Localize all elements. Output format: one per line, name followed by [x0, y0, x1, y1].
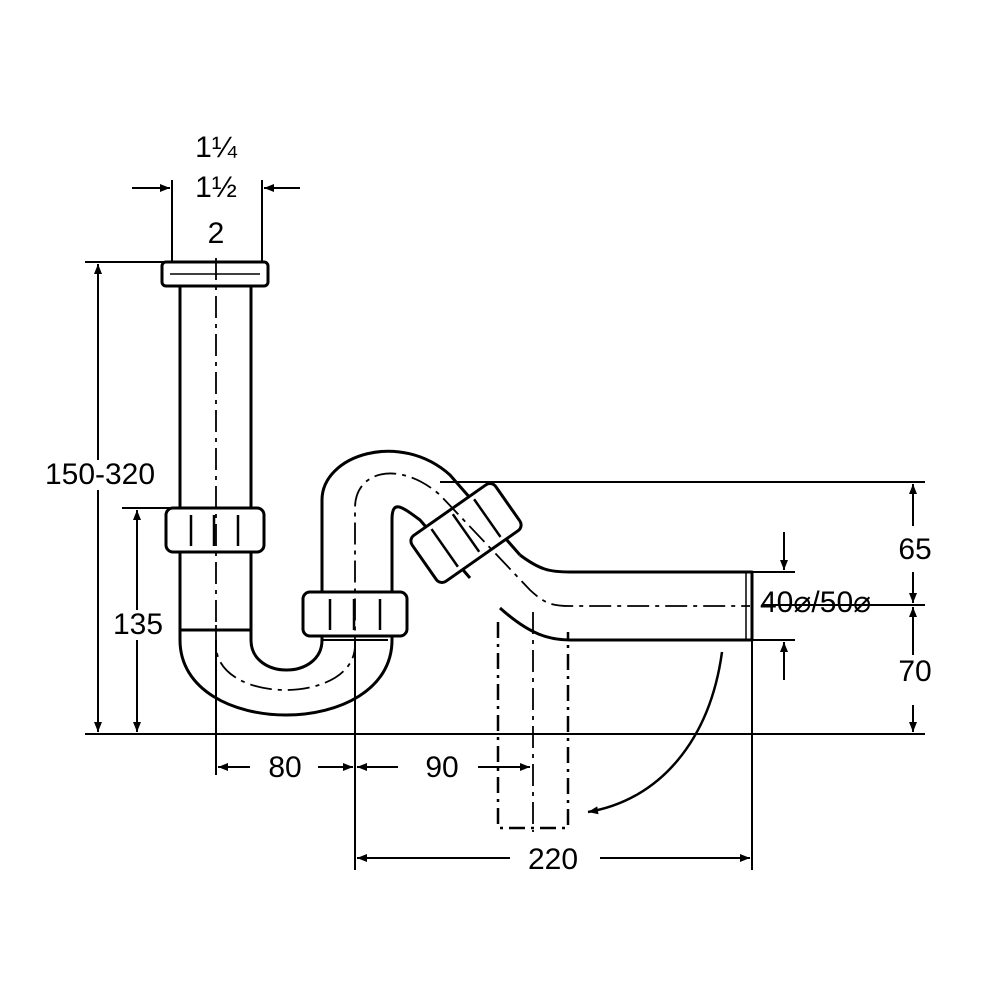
u-bend [178, 592, 394, 717]
alt-vertical-outlet [496, 622, 570, 830]
dimension-lines [94, 184, 917, 862]
rotation-arrow [587, 651, 724, 815]
center-lines [215, 258, 750, 832]
union-nut-angled [409, 482, 523, 584]
siphon-body [160, 260, 754, 830]
thread-size-label-c: 2 [207, 217, 225, 250]
height-70-label: 70 [898, 655, 932, 688]
height-65-label: 65 [898, 533, 932, 566]
dimension-80-label: 80 [268, 751, 302, 784]
thread-size-label-a: 1¼ [195, 131, 237, 164]
total-height-label: 150-320 [44, 458, 156, 491]
upper-bend [320, 449, 522, 592]
dimension-220-label: 220 [527, 843, 579, 876]
extension-lines [85, 180, 925, 870]
thread-size-label-b: 1½ [195, 171, 237, 204]
outlet-pipe [498, 553, 754, 642]
trap-height-label: 135 [112, 608, 164, 641]
outlet-diameter-label: 40⌀/50⌀ [760, 586, 872, 619]
dimension-90-label: 90 [425, 751, 459, 784]
